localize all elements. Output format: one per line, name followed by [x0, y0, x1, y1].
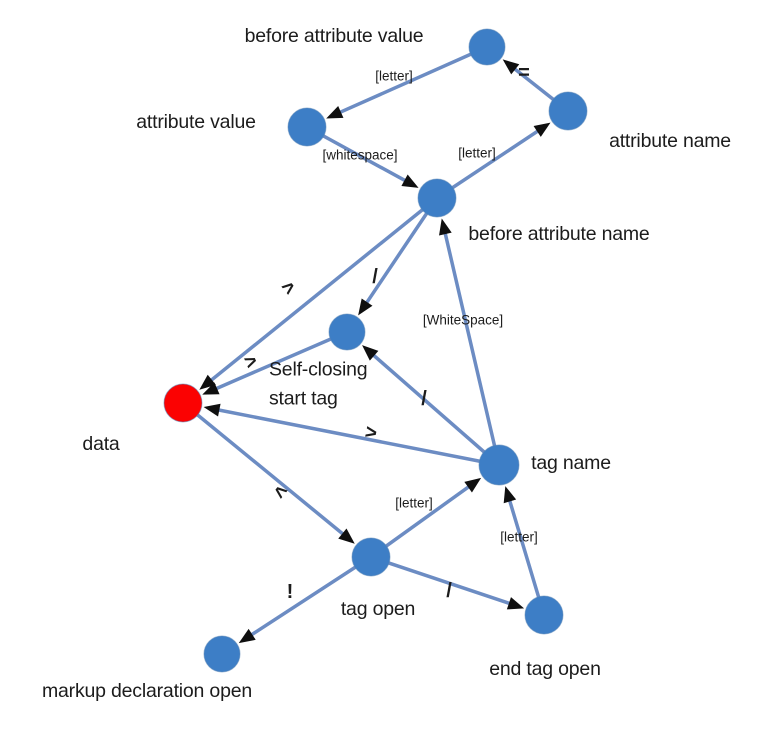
state-node-tag-name: [478, 444, 520, 486]
edge-tag-name-before-attribute-name: [442, 227, 501, 466]
edge-before-attribute-name-attribute-name: [436, 126, 544, 200]
state-node-before-attribute-name: [417, 178, 457, 218]
node-label-tag-open: tag open: [341, 598, 415, 620]
edge-layer: [181, 45, 570, 644]
edge-attribute-value-before-attribute-name: [306, 125, 411, 185]
arrowhead-data-tag-open: [338, 528, 355, 544]
edge-label-before-attribute-name-self-closing-start-tag: /: [372, 266, 378, 288]
state-node-self-closing-start-tag: [328, 313, 366, 351]
state-node-before-attribute-value: [468, 28, 506, 66]
arrowhead-tag-open-markup-declaration-open: [238, 628, 256, 644]
edge-tag-open-tag-name: [369, 482, 475, 559]
arrowhead-tag-open-tag-name: [464, 477, 482, 493]
edge-label-end-tag-open-tag-name: [letter]: [500, 530, 538, 545]
state-node-attribute-value: [287, 107, 327, 147]
edge-tag-name-data: [212, 407, 500, 467]
node-label-data: data: [82, 433, 120, 455]
edge-label-data-tag-open: <: [269, 480, 292, 504]
node-label-attribute-name: attribute name: [609, 130, 731, 152]
node-label-end-tag-open: end tag open: [489, 658, 600, 680]
edge-label-attribute-value-before-attribute-name: [whitespace]: [322, 148, 397, 163]
arrowhead-tag-name-data: [203, 403, 221, 417]
arrowhead-attribute-value-before-attribute-name: [401, 174, 419, 188]
edge-tag-name-self-closing-start-tag: [368, 350, 501, 467]
edge-label-tag-open-tag-name: [letter]: [395, 496, 433, 511]
node-label-before-attribute-name: before attribute name: [468, 223, 649, 245]
state-node-attribute-name: [548, 91, 588, 131]
edge-tag-open-end-tag-open: [370, 555, 516, 607]
edge-label-attribute-name-before-attribute-value: =: [518, 62, 530, 84]
label-layer: <! [letter] / [letter] > / [WhiteSpace] > / > [let…: [42, 25, 731, 702]
arrowhead-end-tag-open-tag-name: [503, 486, 517, 504]
edge-label-before-attribute-name-data: >: [278, 276, 301, 300]
arrowhead-tag-name-before-attribute-name: [439, 218, 452, 236]
arrowhead-before-attribute-name-self-closing-start-tag: [358, 298, 373, 316]
edge-label-before-attribute-value-attribute-value: [letter]: [375, 69, 413, 84]
edge-label-tag-name-before-attribute-name: [WhiteSpace]: [423, 313, 503, 328]
edge-self-closing-start-tag-data: [210, 330, 348, 393]
edge-data-tag-open: [181, 401, 349, 539]
arrowhead-attribute-name-before-attribute-value: [502, 59, 520, 75]
edge-label-before-attribute-name-attribute-name: [letter]: [458, 146, 496, 161]
node-label-attribute-value: attribute value: [136, 111, 256, 133]
edge-tag-open-markup-declaration-open: [245, 555, 372, 640]
node-layer: [163, 28, 588, 673]
arrowhead-before-attribute-value-attribute-value: [326, 106, 344, 119]
node-label-before-attribute-value: before attribute value: [245, 25, 424, 47]
edge-before-attribute-name-data: [205, 196, 439, 386]
state-node-markup-declaration-open: [203, 635, 241, 673]
edge-end-tag-open-tag-name: [506, 494, 546, 616]
node-label-markup-declaration-open: markup declaration open: [42, 680, 252, 702]
arrowhead-before-attribute-name-data: [199, 374, 216, 390]
arrowhead-tag-open-end-tag-open: [506, 597, 525, 610]
edge-before-attribute-name-self-closing-start-tag: [362, 197, 439, 309]
state-node-end-tag-open: [524, 595, 564, 635]
edge-label-tag-name-self-closing-start-tag: /: [421, 388, 427, 410]
edge-before-attribute-value-attribute-value: [334, 45, 488, 117]
node-label-tag-name: tag name: [531, 452, 611, 474]
state-node-tag-open: [351, 537, 391, 577]
edge-label-tag-open-end-tag-open: /: [446, 580, 452, 602]
edge-label-tag-name-data: >: [363, 421, 379, 445]
edge-label-tag-open-markup-declaration-open: !: [287, 581, 294, 603]
arrowhead-before-attribute-name-attribute-name: [533, 122, 551, 137]
arrowhead-tag-name-self-closing-start-tag: [362, 345, 379, 361]
state-node-data: [163, 383, 203, 423]
arrowhead-self-closing-start-tag-data: [202, 382, 220, 395]
edge-label-self-closing-start-tag-data: >: [241, 350, 260, 375]
